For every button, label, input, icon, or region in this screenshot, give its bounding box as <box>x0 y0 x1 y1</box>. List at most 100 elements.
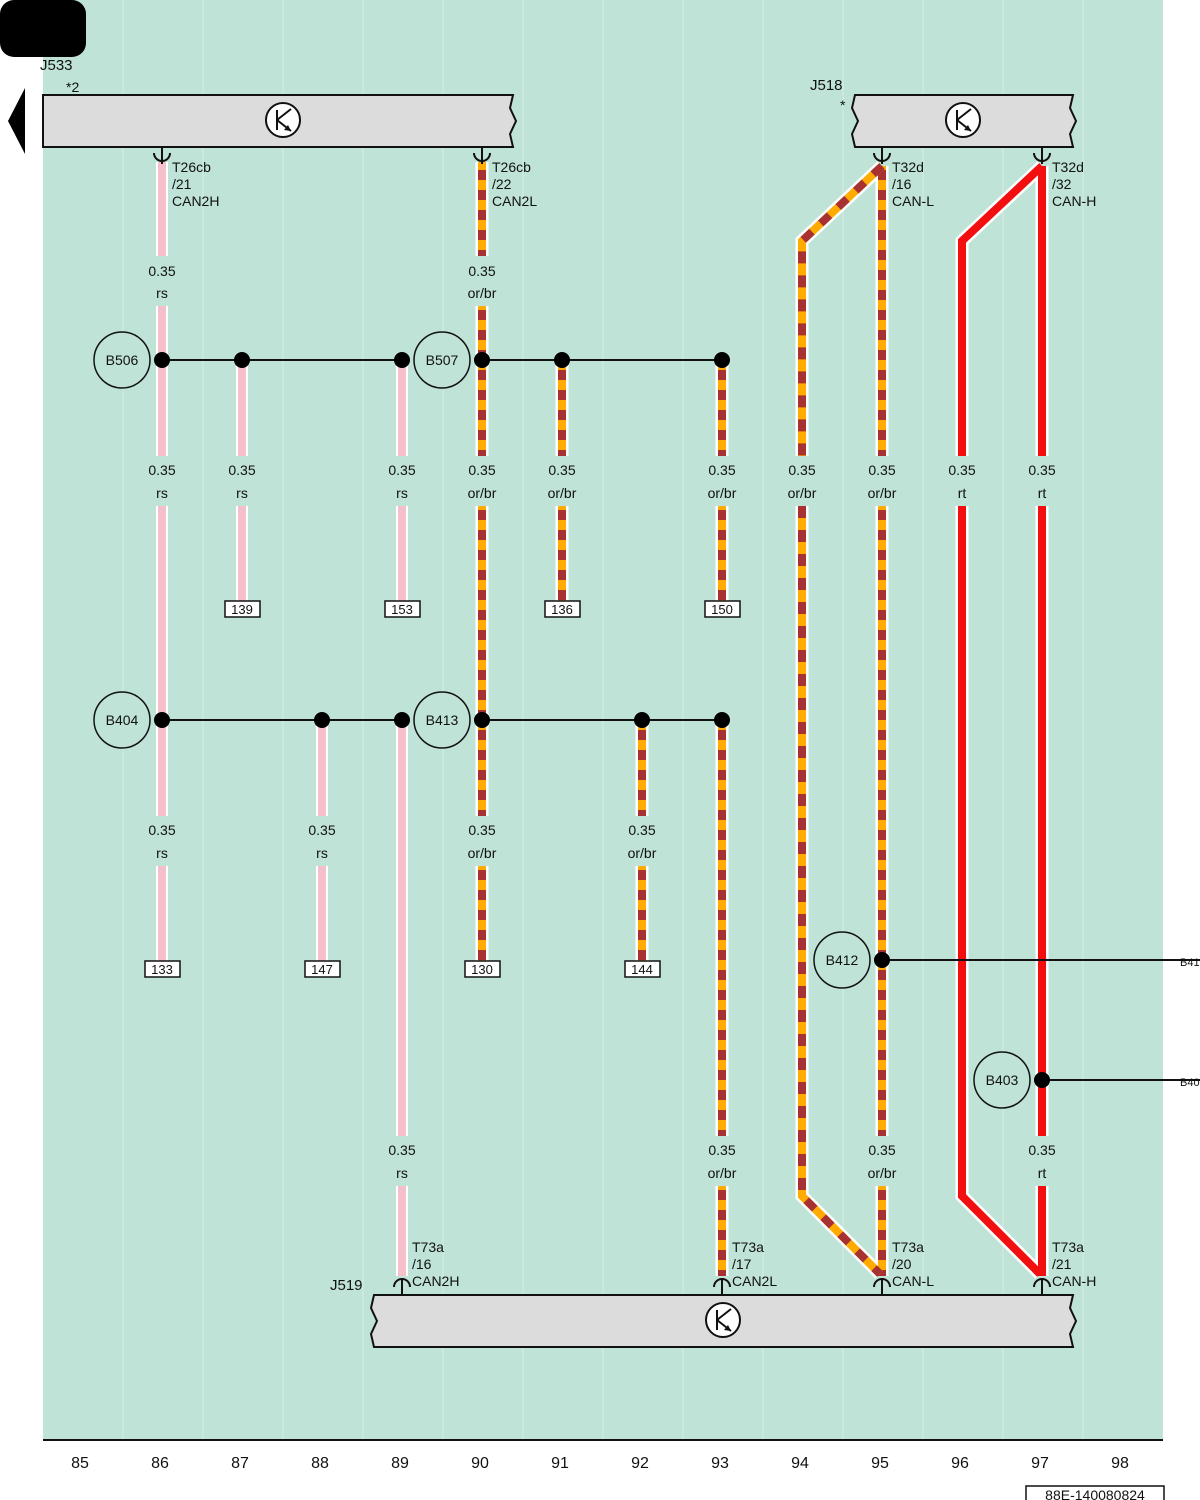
svg-text:CAN-L: CAN-L <box>892 193 934 209</box>
svg-text:or/br: or/br <box>628 845 657 861</box>
page-ref-144[interactable]: 144 <box>631 962 653 977</box>
svg-text:0.35: 0.35 <box>468 462 495 478</box>
node-b507[interactable]: B507 <box>426 352 459 368</box>
back-arrow-icon[interactable] <box>8 88 25 154</box>
wire-label: 0.35 rt <box>1028 1142 1055 1181</box>
wire-label: 0.35 rs <box>228 462 255 501</box>
svg-text:CAN2H: CAN2H <box>412 1273 459 1289</box>
page-ref-147[interactable]: 147 <box>311 962 333 977</box>
control-unit-icon <box>265 102 301 138</box>
svg-text:rs: rs <box>396 485 408 501</box>
wire-label: 0.35 or/br <box>868 1142 897 1181</box>
column-number: 94 <box>791 1455 809 1472</box>
control-unit-icon <box>945 102 981 138</box>
svg-text:T73a: T73a <box>892 1239 924 1255</box>
doc-code: 88E-140080824 <box>1045 1487 1145 1500</box>
column-number: 97 <box>1031 1455 1049 1472</box>
svg-text:0.35: 0.35 <box>1028 1142 1055 1158</box>
wire-label: 0.35 rs <box>148 822 175 861</box>
wires-rt <box>955 161 1049 1279</box>
svg-text:0.35: 0.35 <box>388 1142 415 1158</box>
svg-text:/22: /22 <box>492 176 512 192</box>
svg-text:0.35: 0.35 <box>868 462 895 478</box>
svg-text:/17: /17 <box>732 1256 752 1272</box>
wire-label: 0.35 rs <box>388 462 415 501</box>
component-name-j519: J519 <box>330 1277 363 1294</box>
svg-text:CAN-H: CAN-H <box>1052 1273 1096 1289</box>
svg-text:0.35: 0.35 <box>788 462 815 478</box>
svg-text:/21: /21 <box>172 176 192 192</box>
column-number: 90 <box>471 1455 489 1472</box>
edge-label-b40[interactable]: B40 <box>1180 1077 1200 1089</box>
wire-label: 0.35 or/br <box>708 1142 737 1181</box>
wire-label: 0.35 or/br <box>468 462 497 501</box>
wire-label: 0.35 rs <box>308 822 335 861</box>
junction-dots <box>154 352 1050 1088</box>
page-ref-153[interactable]: 153 <box>391 602 413 617</box>
page-ref-139[interactable]: 139 <box>231 602 253 617</box>
page-ref-133[interactable]: 133 <box>151 962 173 977</box>
connector-label: T73a /20 CAN-L <box>892 1239 934 1289</box>
doc-code-box <box>1025 1485 1165 1500</box>
column-numbers: 85 86 87 88 89 90 91 92 93 94 95 96 97 9… <box>71 1455 1129 1472</box>
svg-text:0.35: 0.35 <box>948 462 975 478</box>
wires-or-br <box>475 161 889 1279</box>
wire-label: 0.35 rt <box>1028 462 1055 501</box>
edge-label-b41[interactable]: B41 <box>1180 957 1200 969</box>
wire-label: 0.35 or/br <box>708 462 737 501</box>
svg-text:rt: rt <box>958 485 967 501</box>
column-number: 95 <box>871 1455 889 1472</box>
svg-text:/16: /16 <box>412 1256 432 1272</box>
svg-text:/20: /20 <box>892 1256 912 1272</box>
column-number: 91 <box>551 1455 569 1472</box>
wire-label: 0.35 rt <box>948 462 975 501</box>
node-b403[interactable]: B403 <box>986 1072 1019 1088</box>
svg-text:T32d: T32d <box>1052 159 1084 175</box>
svg-text:or/br: or/br <box>468 485 497 501</box>
svg-text:0.35: 0.35 <box>228 462 255 478</box>
component-name-j533: J533 <box>40 57 73 74</box>
node-b506[interactable]: B506 <box>106 352 139 368</box>
svg-text:/16: /16 <box>892 176 912 192</box>
component-name-j518: J518 <box>810 77 843 94</box>
svg-text:0.35: 0.35 <box>468 263 495 279</box>
svg-text:T73a: T73a <box>412 1239 444 1255</box>
wire-label: 0.35 or/br <box>628 822 657 861</box>
svg-text:T73a: T73a <box>732 1239 764 1255</box>
node-b412[interactable]: B412 <box>826 952 859 968</box>
page-ref-130[interactable]: 130 <box>471 962 493 977</box>
page-ref-136[interactable]: 136 <box>551 602 573 617</box>
page-ref-150[interactable]: 150 <box>711 602 733 617</box>
node-b413[interactable]: B413 <box>426 712 459 728</box>
svg-text:or/br: or/br <box>548 485 577 501</box>
wires-rs <box>156 162 408 1276</box>
svg-text:CAN-H: CAN-H <box>1052 193 1096 209</box>
wire-label: 0.35 rs <box>148 263 175 301</box>
wire-label: 0.35 or/br <box>788 462 817 501</box>
connector-label: T73a /21 CAN-H <box>1052 1239 1096 1289</box>
connector-label: T73a /16 CAN2H <box>412 1239 459 1289</box>
svg-text:/32: /32 <box>1052 176 1072 192</box>
svg-text:rs: rs <box>236 485 248 501</box>
svg-text:0.35: 0.35 <box>148 263 175 279</box>
column-number: 93 <box>711 1455 729 1472</box>
control-unit-icon <box>705 1302 741 1338</box>
svg-text:CAN2H: CAN2H <box>172 193 219 209</box>
wire-label: 0.35 rs <box>148 462 175 501</box>
connector-label: T26cb /22 CAN2L <box>492 159 537 209</box>
page-ref-boxes <box>144 600 741 978</box>
column-number: 92 <box>631 1455 649 1472</box>
component-note-j533: *2 <box>66 79 79 95</box>
wire-label: 0.35 or/br <box>468 822 497 861</box>
svg-text:or/br: or/br <box>868 1165 897 1181</box>
node-b404[interactable]: B404 <box>106 712 139 728</box>
page-tab[interactable] <box>0 0 86 57</box>
svg-text:or/br: or/br <box>708 1165 737 1181</box>
wire-label: 0.35 rs <box>388 1142 415 1181</box>
svg-text:/21: /21 <box>1052 1256 1072 1272</box>
column-number: 88 <box>311 1455 329 1472</box>
svg-text:0.35: 0.35 <box>388 462 415 478</box>
svg-text:0.35: 0.35 <box>548 462 575 478</box>
svg-text:rt: rt <box>1038 485 1047 501</box>
svg-text:rs: rs <box>396 1165 408 1181</box>
